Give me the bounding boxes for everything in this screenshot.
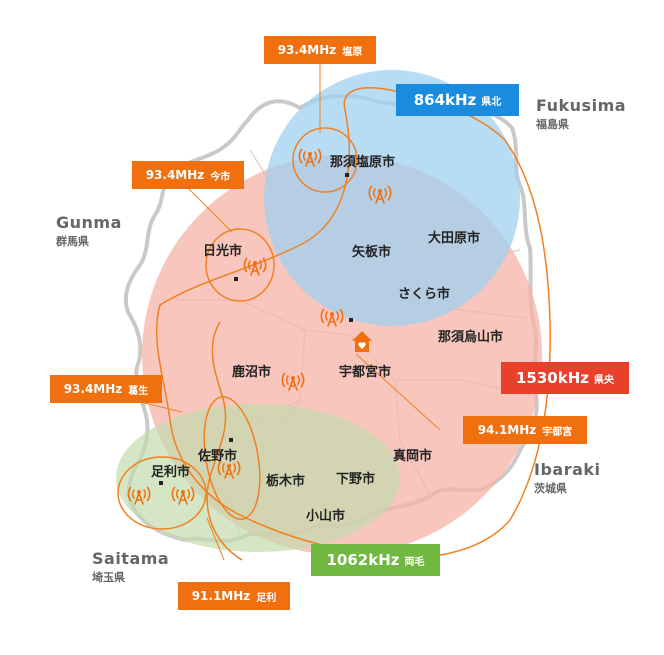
station-frequency: 93.4MHz xyxy=(145,168,205,182)
city-label: 宇都宮市 xyxy=(339,365,392,380)
station-frequency: 93.4MHz xyxy=(63,382,123,396)
prefecture-label-ibaraki: Ibaraki 茨城県 xyxy=(534,460,601,496)
station-frequency: 94.1MHz xyxy=(477,423,537,437)
station-site: 塩原 xyxy=(342,46,363,58)
city-label: 小山市 xyxy=(306,509,346,524)
city-dot-icons xyxy=(159,173,353,485)
station-tag-utsunomiya: 94.1MHz 宇都宮 xyxy=(463,416,587,444)
station-site: 県北 xyxy=(481,96,502,108)
coverage-area-kenhoku xyxy=(264,70,520,326)
station-site: 葛生 xyxy=(128,385,149,397)
station-tag-ryomo: 1062kHz 両毛 xyxy=(311,544,440,576)
city-label: 那須烏山市 xyxy=(438,330,504,345)
coverage-area-ryomo xyxy=(116,404,400,552)
prefecture-name-jp: 福島県 xyxy=(536,118,569,131)
city-label: 佐野市 xyxy=(198,449,238,464)
city-label: 那須塩原市 xyxy=(330,155,396,170)
city-label: 下野市 xyxy=(336,472,376,487)
prefecture-name-jp: 群馬県 xyxy=(56,235,89,248)
station-tag-imaichi: 93.4MHz 今市 xyxy=(132,161,244,189)
prefecture-name-en: Saitama xyxy=(92,549,170,568)
prefecture-name-jp: 埼玉県 xyxy=(92,571,125,584)
station-site: 今市 xyxy=(210,171,231,183)
prefecture-name-en: Fukusima xyxy=(536,96,627,115)
station-frequency: 1530kHz xyxy=(515,369,589,387)
city-label: 矢板市 xyxy=(352,245,392,260)
prefecture-label-saitama: Saitama 埼玉県 xyxy=(92,549,169,585)
station-outlines xyxy=(117,87,551,561)
station-site: 宇都宮 xyxy=(542,426,573,438)
city-label: 日光市 xyxy=(203,244,243,259)
prefecture-label-gunma: Gunma 群馬県 xyxy=(56,213,122,249)
station-tag-kenou: 1530kHz 県央 xyxy=(501,362,629,394)
city-label: さくら市 xyxy=(398,287,451,302)
station-site: 県央 xyxy=(594,374,614,386)
station-tag-ashikaga: 91.1MHz 足利 xyxy=(178,582,290,610)
city-label: 大田原市 xyxy=(428,231,481,246)
city-label: 鹿沼市 xyxy=(232,365,272,380)
city-label: 栃木市 xyxy=(266,474,306,489)
station-frequency: 864kHz xyxy=(413,91,477,109)
station-frequency: 91.1MHz xyxy=(191,589,251,603)
station-frequency: 93.4MHz xyxy=(277,43,337,57)
station-tag-shiobara: 93.4MHz 塩原 xyxy=(264,36,376,64)
station-site: 両毛 xyxy=(404,556,425,568)
prefecture-name-en: Gunma xyxy=(56,213,122,232)
prefecture-name-jp: 茨城県 xyxy=(534,482,567,495)
prefecture-name-en: Ibaraki xyxy=(534,460,601,479)
station-site: 足利 xyxy=(256,592,277,604)
station-frequency: 1062kHz xyxy=(326,551,400,569)
station-tag-kuzuu: 93.4MHz 葛生 xyxy=(50,375,162,403)
city-label: 足利市 xyxy=(151,465,191,480)
city-label: 真岡市 xyxy=(393,449,433,464)
prefecture-label-fukusima: Fukusima 福島県 xyxy=(536,96,626,132)
home-icon xyxy=(352,331,372,352)
station-tag-kenhoku: 864kHz 県北 xyxy=(396,84,519,116)
